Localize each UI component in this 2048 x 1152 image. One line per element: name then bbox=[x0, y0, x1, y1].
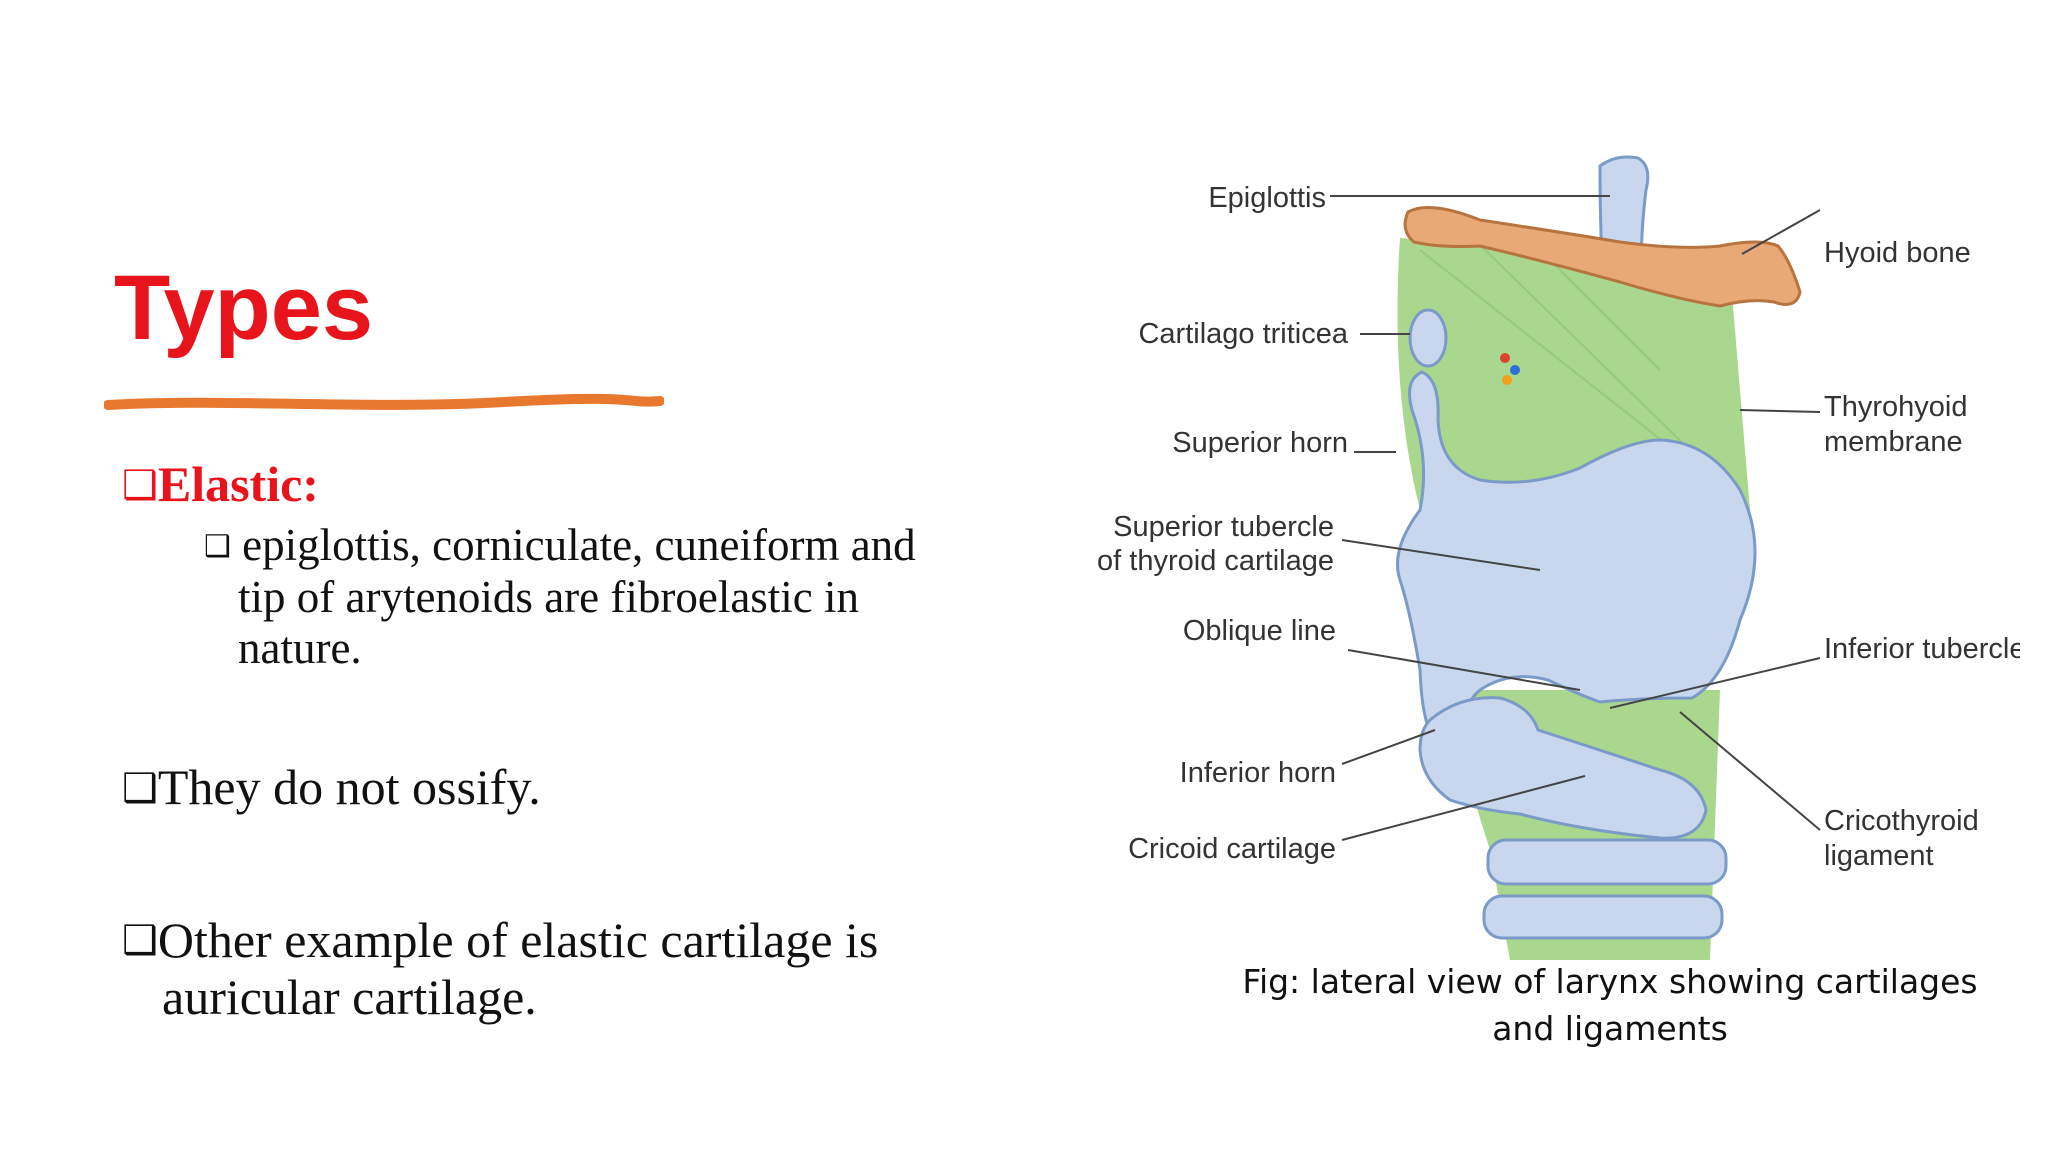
elastic-heading: Elastic: bbox=[157, 456, 319, 512]
diagram-labels: Epiglottis Cartilago triticea Superior h… bbox=[1097, 182, 2020, 872]
bullet-other-text-rest: auricular cartilage. bbox=[162, 968, 537, 1025]
label-thyrohyoid-2: membrane bbox=[1824, 426, 1963, 458]
larynx-diagram: Epiglottis Cartilago triticea Superior h… bbox=[1097, 155, 2020, 960]
bullet-other-text-line1: Other example of elastic cartilage is bbox=[157, 912, 879, 968]
bullet-other-example: ❑Other example of elastic cartilage is a… bbox=[122, 912, 982, 1025]
bullet-elastic: ❑Elastic: bbox=[122, 455, 319, 513]
thyroid-cartilage-shape bbox=[1396, 370, 1757, 755]
sub-bullet-elastic-examples: ❑ epiglottis, corniculate, cuneiform and… bbox=[204, 520, 984, 674]
label-cricoid-cartilage: Cricoid cartilage bbox=[1128, 833, 1336, 865]
label-hyoid-bone: Hyoid bone bbox=[1824, 237, 1971, 269]
label-cricothyroid-1: Cricothyroid bbox=[1824, 805, 1979, 837]
label-thyrohyoid-1: Thyrohyoid bbox=[1824, 391, 1967, 423]
label-superior-tubercle-1: Superior tubercle bbox=[1113, 511, 1334, 543]
tracheal-rings bbox=[1482, 838, 1728, 940]
bullet-ossify-text: They do not ossify. bbox=[157, 759, 541, 815]
checkbox-bullet-icon: ❑ bbox=[122, 462, 158, 509]
cartilago-triticea-shape bbox=[1408, 308, 1448, 368]
label-epiglottis: Epiglottis bbox=[1208, 182, 1326, 214]
hyoid-bone-shape bbox=[1403, 206, 1802, 308]
label-oblique-line: Oblique line bbox=[1183, 615, 1336, 647]
label-inferior-tubercle: Inferior tubercle bbox=[1824, 633, 2020, 665]
slide-title: Types bbox=[114, 257, 374, 359]
checkbox-bullet-icon: ❑ bbox=[204, 528, 231, 564]
leader-lines bbox=[1330, 195, 1821, 841]
bullet-ossify: ❑They do not ossify. bbox=[122, 758, 541, 816]
label-superior-horn: Superior horn bbox=[1172, 427, 1348, 459]
figure-caption: Fig: lateral view of larynx showing cart… bbox=[1242, 962, 1978, 1048]
label-inferior-horn: Inferior horn bbox=[1180, 757, 1336, 789]
title-underline bbox=[104, 393, 664, 410]
label-cricothyroid-2: ligament bbox=[1824, 840, 1934, 872]
sub-bullet-text-line1: epiglottis, corniculate, cuneiform and bbox=[242, 520, 916, 570]
cricoid-cartilage-shape bbox=[1418, 696, 1708, 840]
checkbox-bullet-icon: ❑ bbox=[122, 917, 158, 964]
label-cartilago-triticea: Cartilago triticea bbox=[1138, 318, 1348, 350]
sub-bullet-text-rest: tip of arytenoids are fibroelastic in na… bbox=[238, 571, 860, 673]
label-superior-tubercle-2: of thyroid cartilage bbox=[1097, 545, 1334, 577]
checkbox-bullet-icon: ❑ bbox=[122, 765, 158, 812]
vessel-dots bbox=[1500, 353, 1520, 385]
